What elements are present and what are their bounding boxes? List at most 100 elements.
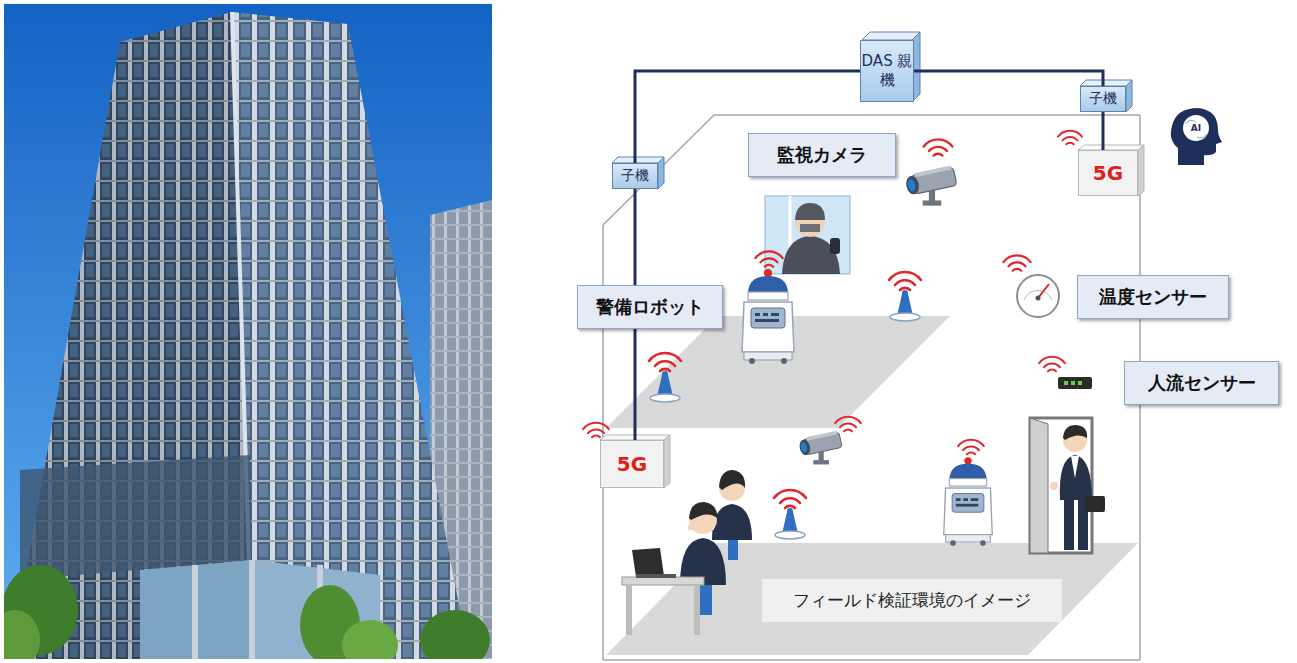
briefcase xyxy=(1085,496,1105,512)
node-text: フィールド検証環境のイメージ xyxy=(793,589,1031,612)
surveillance-camera xyxy=(798,430,842,464)
tree xyxy=(4,610,40,659)
building-photo xyxy=(4,4,492,659)
wireless-signal xyxy=(1003,255,1030,270)
sensor-led xyxy=(1064,381,1068,385)
box-side xyxy=(1126,80,1132,112)
box-faces xyxy=(612,32,1132,189)
visitor-hair xyxy=(1063,425,1087,440)
tower-sunlit-face xyxy=(232,12,470,659)
sensor-led xyxy=(1078,381,1082,385)
5g-antenna-box: 5G xyxy=(1078,150,1138,196)
5g-antenna-box: 5G xyxy=(600,440,664,488)
gauge-needle xyxy=(1038,284,1049,298)
box-side xyxy=(912,32,920,102)
intruder-cap xyxy=(795,203,825,220)
box-side xyxy=(664,435,670,488)
wireless-signal xyxy=(958,440,984,454)
box-top xyxy=(612,157,664,163)
das-cable xyxy=(914,71,1103,86)
wireless-signal xyxy=(755,251,782,266)
das-master-unit: DAS 親機 xyxy=(860,40,914,102)
worker-hair xyxy=(689,502,717,520)
node-text: DAS 親機 xyxy=(861,52,913,91)
device-label: 警備ロボット xyxy=(577,285,723,329)
box-top xyxy=(862,32,920,40)
das-cable xyxy=(1102,112,1105,150)
thermometer-gauge xyxy=(1017,275,1059,317)
sensor-body xyxy=(1058,377,1092,389)
office-workers xyxy=(622,470,752,635)
brain-fold xyxy=(1185,120,1207,138)
das-cable xyxy=(634,189,637,440)
gauge-scale xyxy=(1024,290,1052,300)
brain xyxy=(1183,115,1209,141)
box-side xyxy=(1138,145,1144,196)
door-with-visitor xyxy=(1030,418,1105,553)
node-text: 5G xyxy=(1093,161,1123,185)
laptop-screen xyxy=(632,548,664,577)
visitor-shirt xyxy=(1071,456,1079,478)
device-label: 監視カメラ xyxy=(748,133,896,177)
tree xyxy=(342,620,398,659)
room-edge xyxy=(602,225,604,660)
worker-hair xyxy=(719,470,745,490)
column xyxy=(249,560,255,659)
gauge-dial xyxy=(1017,275,1059,317)
node-text: 子機 xyxy=(621,167,649,185)
room-edge xyxy=(714,114,1140,116)
box-side xyxy=(658,157,664,189)
head-silhouette xyxy=(1171,108,1222,165)
box-top xyxy=(1078,145,1144,150)
podium-band xyxy=(20,455,252,580)
node-text: 警備ロボット xyxy=(596,295,704,319)
desk xyxy=(622,577,704,585)
device-label: 温度センサー xyxy=(1077,275,1229,319)
intruder-body xyxy=(782,236,840,274)
room-edge xyxy=(1139,115,1141,660)
wireless-signal xyxy=(1058,131,1082,145)
entrance-glass xyxy=(140,560,252,659)
desk-leg xyxy=(626,585,632,635)
visitor-hand xyxy=(1050,482,1058,490)
room-edge xyxy=(603,115,714,225)
room-edge xyxy=(603,659,1140,661)
laptop-base xyxy=(636,574,676,578)
tree xyxy=(420,610,490,659)
intruder-mask xyxy=(800,224,820,232)
wireless-signal xyxy=(835,417,861,431)
wireless-signal xyxy=(583,423,609,437)
people-flow-sensor xyxy=(1058,377,1092,389)
room-frame xyxy=(603,115,1140,660)
security-robot xyxy=(944,457,993,546)
sensor-led xyxy=(1071,381,1075,385)
access-point xyxy=(649,353,681,402)
device-label: 人流センサー xyxy=(1124,361,1279,405)
ai-head-icon xyxy=(1171,108,1222,165)
das-cable xyxy=(635,71,860,163)
surveillance-camera xyxy=(904,165,957,206)
visitor-body xyxy=(1060,455,1092,500)
slave-unit: 子機 xyxy=(1080,86,1126,112)
ai-badge-text: AI xyxy=(1191,124,1201,133)
visitor-leg xyxy=(1064,500,1074,550)
wireless-signal xyxy=(1039,357,1065,371)
node-text: 5G xyxy=(617,452,647,476)
caption-box: フィールド検証環境のイメージ xyxy=(762,579,1062,622)
intruder-tool xyxy=(830,238,840,254)
column xyxy=(192,565,198,659)
security-robot xyxy=(742,269,794,364)
wireless-signal xyxy=(924,139,953,155)
slave-unit: 子機 xyxy=(612,163,658,189)
node-text: 監視カメラ xyxy=(777,143,867,167)
node-text: 温度センサー xyxy=(1099,285,1207,309)
access-point xyxy=(889,272,921,321)
gauge-pivot xyxy=(1036,296,1041,301)
access-point xyxy=(774,490,806,539)
door-leaf xyxy=(1030,418,1048,553)
tower-shadow-face xyxy=(10,12,252,659)
